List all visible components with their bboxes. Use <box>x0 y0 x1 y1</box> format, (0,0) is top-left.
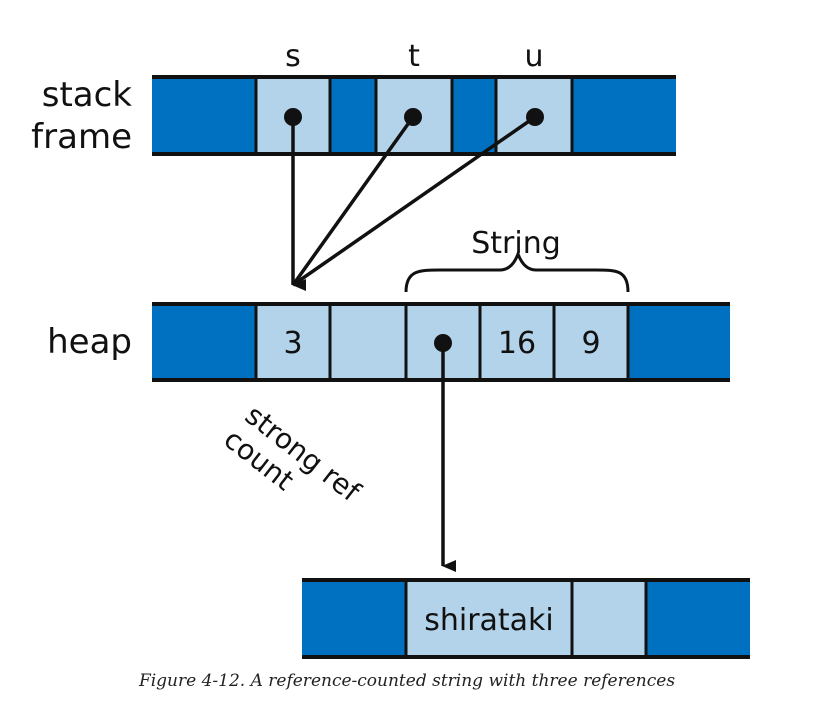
string-buffer-pointer <box>434 334 456 572</box>
buffer-cell-dark <box>646 582 750 655</box>
stack-cell-dark <box>330 79 376 152</box>
curly-brace <box>404 249 630 293</box>
string-capacity-value: 16 <box>498 326 536 361</box>
heap-cell-capacity <box>480 306 554 378</box>
pointer-u-line <box>292 115 536 287</box>
strong-ref-count-label: strong ref count <box>218 398 368 508</box>
stack-cell-dark <box>452 79 496 152</box>
figure-caption: Figure 4-12. A reference-counted string … <box>138 671 676 691</box>
heap-cell-dark <box>152 306 256 378</box>
heap-cell-length <box>554 306 628 378</box>
pointer-t-line <box>291 115 415 287</box>
variable-label-t: t <box>408 39 420 74</box>
pointer-s-dot <box>284 108 302 126</box>
pointer-u-dot <box>526 108 544 126</box>
stack-frame-row: s t u stack frame <box>31 39 676 157</box>
stack-frame-label-line2: frame <box>31 117 132 157</box>
string-length-value: 9 <box>581 326 600 361</box>
buffer-text: shirataki <box>424 603 554 638</box>
stack-cell-dark <box>572 79 676 152</box>
string-brace-label: String <box>471 226 561 261</box>
heap-cell-weak <box>330 306 406 378</box>
heap-cell-refcount <box>256 306 330 378</box>
heap-row: 3 16 9 heap <box>47 302 730 382</box>
heap-label: heap <box>47 322 132 362</box>
buffer-row: shirataki <box>302 578 750 659</box>
buffer-cell-dark <box>302 582 406 655</box>
pointer-t-dot <box>404 108 422 126</box>
buffer-cell-spare <box>572 582 646 655</box>
stack-pointers <box>284 108 544 291</box>
string-brace: String <box>404 226 630 293</box>
string-ptr-dot <box>434 334 452 352</box>
variable-label-s: s <box>285 39 301 74</box>
buffer-cell-text <box>406 582 572 655</box>
stack-frame-label-line1: stack <box>42 75 133 115</box>
heap-cell-dark <box>628 306 730 378</box>
stack-cell-dark <box>152 79 256 152</box>
variable-label-u: u <box>524 39 543 74</box>
refcount-value: 3 <box>283 326 302 361</box>
